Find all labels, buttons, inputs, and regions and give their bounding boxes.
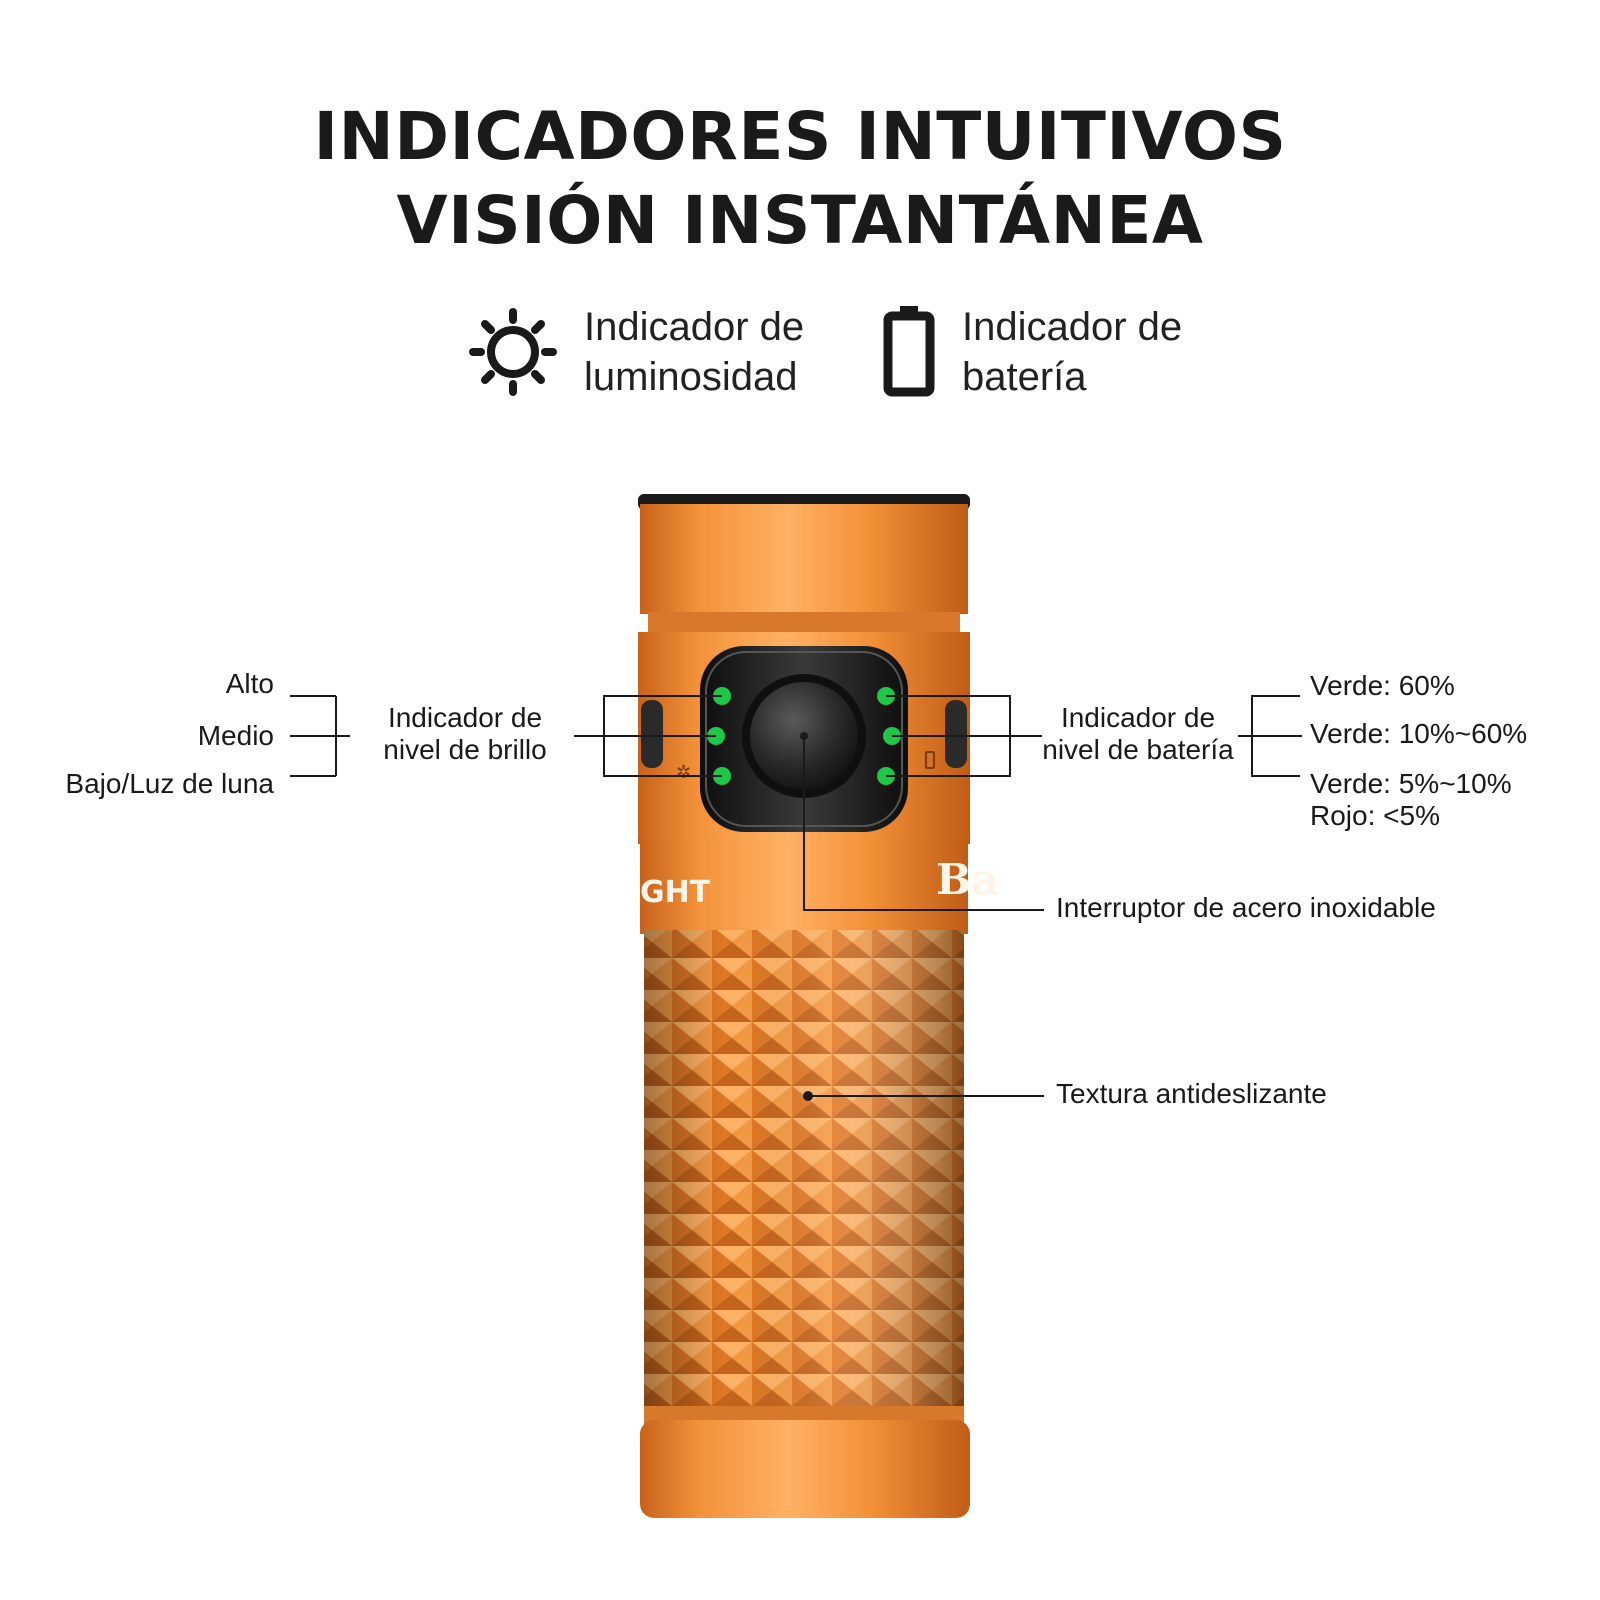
flashlight-illustration: ✲ GHT Ba bbox=[638, 494, 999, 1518]
legend-battery-line-2: batería bbox=[962, 355, 1087, 399]
battery-indicator-label: Indicador de nivel de batería bbox=[1030, 702, 1246, 766]
level-high-label: Alto bbox=[225, 668, 274, 699]
legend-brightness-line-1: Indicador de bbox=[584, 305, 805, 349]
battery-level-low: Verde: 5%~10% bbox=[1310, 768, 1512, 799]
battery-indicator-line-2: nivel de batería bbox=[1042, 734, 1234, 765]
leader-lines bbox=[290, 695, 1302, 1097]
level-low-label: Bajo/Luz de luna bbox=[65, 768, 274, 799]
legend-brightness-line-2: luminosidad bbox=[584, 355, 798, 399]
brand-fragment: GHT bbox=[640, 875, 711, 910]
brightness-indicator-line-2: nivel de brillo bbox=[383, 734, 547, 765]
headline-line-2: VISIÓN INSTANTÁNEA bbox=[396, 182, 1204, 259]
model-fragment: Ba bbox=[936, 855, 999, 904]
texture-callout: Textura antideslizante bbox=[1056, 1078, 1327, 1109]
battery-level-mid: Verde: 10%~60% bbox=[1310, 718, 1528, 749]
switch-callout: Interruptor de acero inoxidable bbox=[1056, 892, 1436, 923]
legend-brightness: Indicador de luminosidad bbox=[584, 302, 804, 402]
battery-icon bbox=[883, 306, 935, 397]
legend-battery-line-1: Indicador de bbox=[962, 305, 1183, 349]
level-medium-label: Medio bbox=[197, 720, 274, 751]
headline-line-1: INDICADORES INTUITIVOS bbox=[313, 98, 1287, 175]
brightness-indicator-label: Indicador de nivel de brillo bbox=[360, 702, 570, 766]
battery-level-critical: Rojo: <5% bbox=[1310, 800, 1440, 831]
sun-icon bbox=[469, 308, 557, 396]
legend-battery: Indicador de batería bbox=[962, 302, 1182, 402]
battery-level-full: Verde: 60% bbox=[1310, 670, 1455, 701]
svg-text:✲: ✲ bbox=[676, 762, 691, 783]
brightness-indicator-line-1: Indicador de bbox=[387, 702, 543, 733]
battery-indicator-line-1: Indicador de bbox=[1060, 702, 1216, 733]
